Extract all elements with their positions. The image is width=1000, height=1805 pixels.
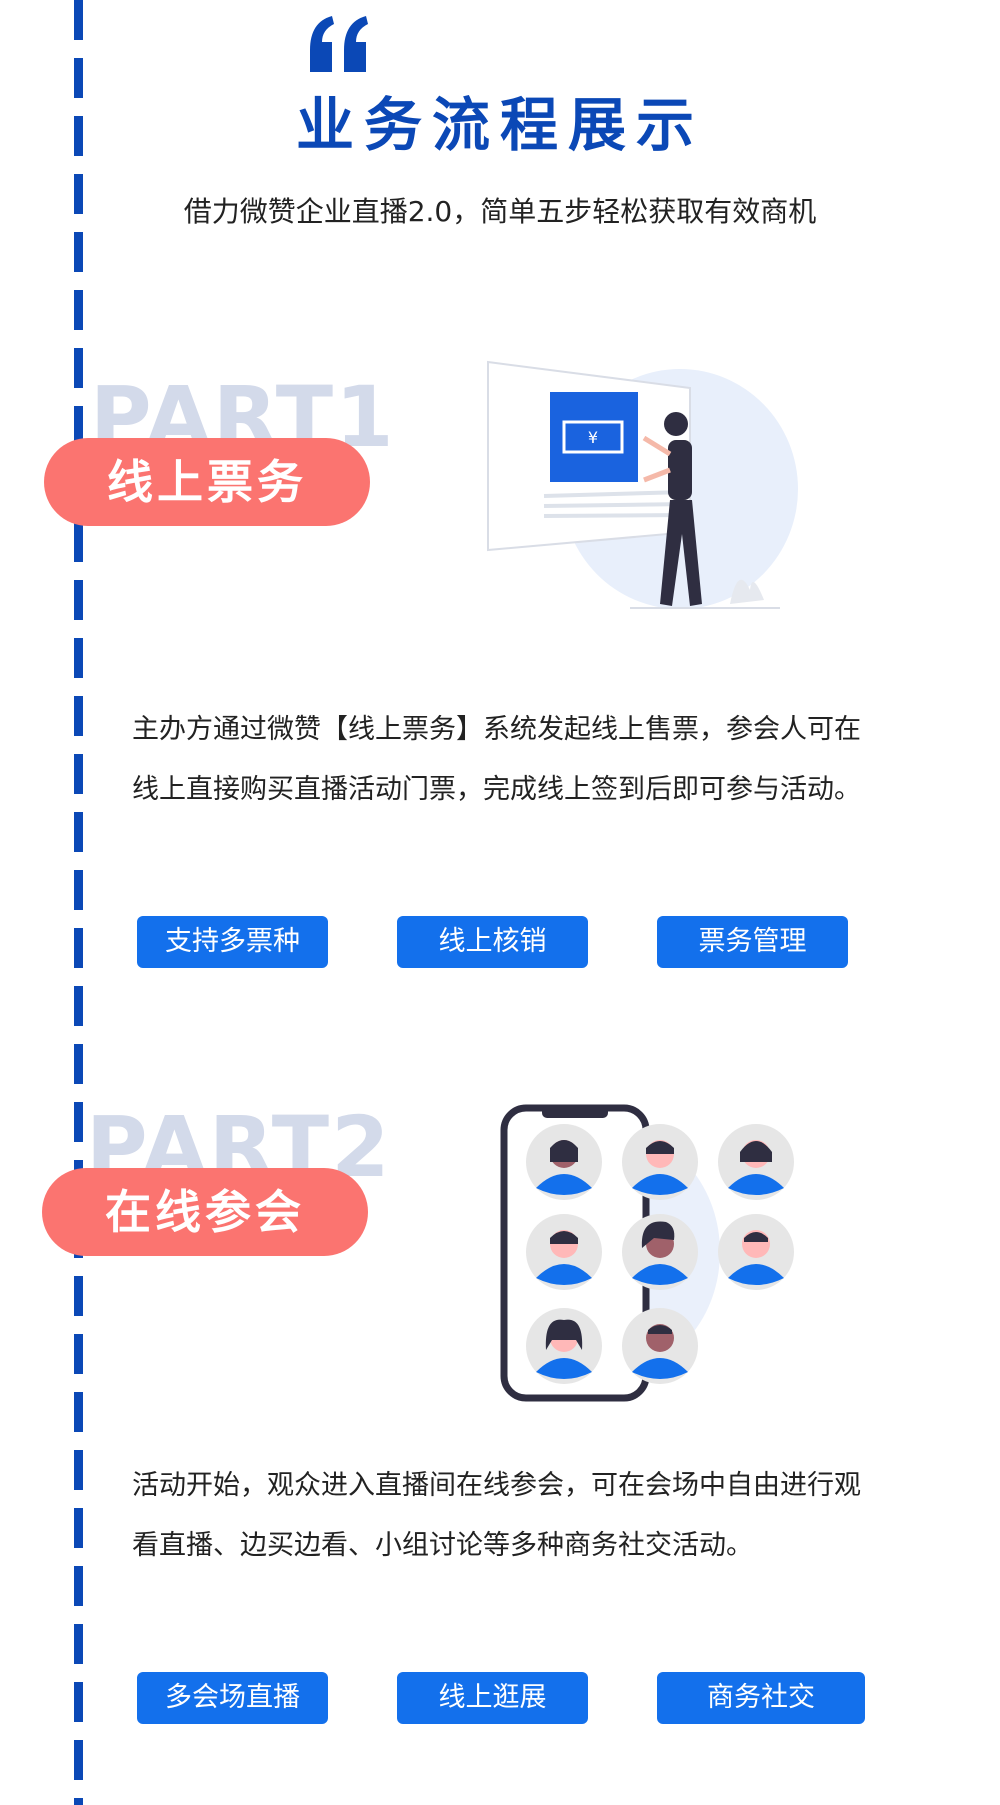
tag-button[interactable]: 多会场直播 xyxy=(137,1672,328,1724)
tag-button[interactable]: 支持多票种 xyxy=(137,916,328,968)
dashed-timeline xyxy=(74,0,83,1805)
section-title-pill: 在线参会 xyxy=(42,1168,368,1256)
section-description: 主办方通过微赞【线上票务】系统发起线上售票，参会人可在线上直接购买直播活动门票，… xyxy=(132,714,861,805)
attendee-avatars xyxy=(526,1124,794,1384)
svg-text:¥: ¥ xyxy=(588,428,598,447)
tag-button[interactable]: 线上逛展 xyxy=(397,1672,588,1724)
page-subtitle: 借力微赞企业直播2.0，简单五步轻松获取有效商机 xyxy=(183,195,817,228)
tag-button[interactable]: 票务管理 xyxy=(657,916,848,968)
page-title: 业务流程展示 xyxy=(295,91,704,159)
tag-button[interactable]: 商务社交 xyxy=(657,1672,865,1724)
ticket-screen-woman-illustration: ¥ xyxy=(487,360,798,609)
quote-mark-icon xyxy=(310,16,368,72)
tag-button[interactable]: 线上核销 xyxy=(397,916,588,968)
phone-attendees-illustration xyxy=(500,1104,794,1402)
section-description: 活动开始，观众进入直播间在线参会，可在会场中自由进行观看直播、边买边看、小组讨论… xyxy=(132,1470,861,1561)
section-title-pill: 线上票务 xyxy=(44,438,370,526)
